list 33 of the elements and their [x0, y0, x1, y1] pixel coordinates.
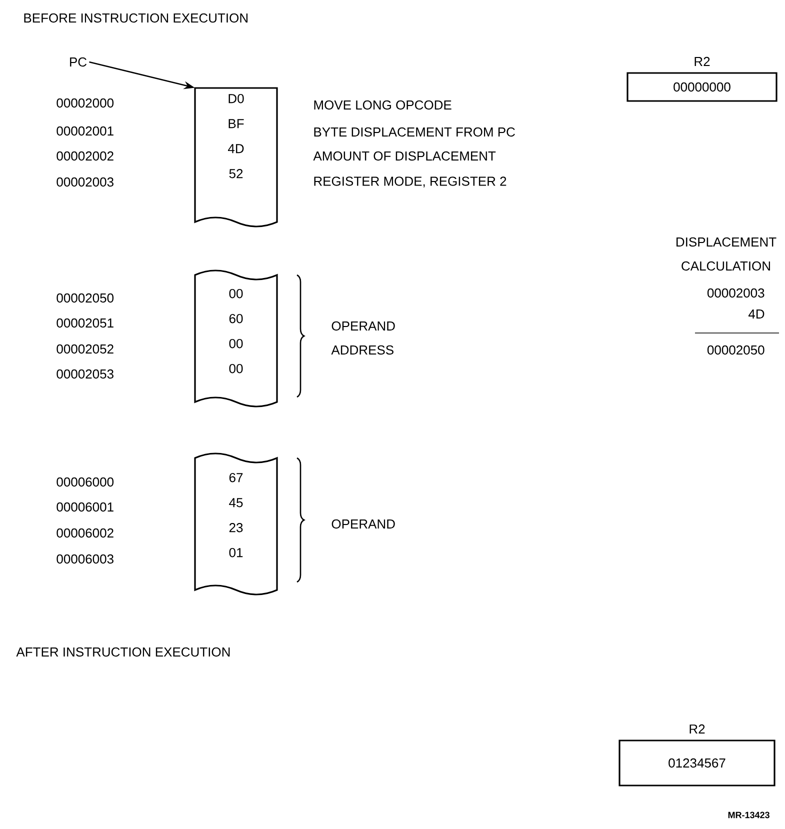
address: 00006000 — [56, 477, 114, 487]
calculation-heading: DISPLACEMENT CALCULATION — [676, 237, 776, 271]
pointer-label: PC — [70, 57, 87, 67]
brace-label: OPERAND — [332, 519, 395, 529]
description: BYTE DISPLACEMENT FROM PC — [314, 127, 515, 137]
calculation-result: 00002050 — [707, 345, 764, 355]
node-label: R2 — [694, 56, 710, 66]
address: 00002001 — [56, 126, 114, 136]
register-box: 00000000 R2 — [626, 56, 778, 102]
description: MOVE LONG OPCODE — [314, 100, 452, 110]
memory-block: D0 BF 4D 52 — [194, 87, 278, 228]
register-box: 01234567 R2 — [618, 724, 776, 786]
address: 00002050 — [56, 293, 114, 303]
figure-number: MR-13423 — [728, 812, 770, 818]
address: 00002053 — [56, 369, 114, 379]
address: 00002052 — [56, 344, 114, 354]
address: 00002002 — [56, 151, 114, 161]
brace-label: OPERAND ADDRESS — [331, 321, 395, 355]
description: REGISTER MODE, REGISTER 2 — [314, 176, 506, 188]
heading: AFTER INSTRUCTION EXECUTION — [16, 647, 230, 657]
memory-block: 67 45 23 01 — [194, 452, 278, 596]
calculation-value: 4D — [748, 310, 764, 318]
address: 00002051 — [56, 318, 114, 328]
address: 00002003 — [56, 177, 114, 187]
address: 00006001 — [56, 502, 114, 512]
address: 00006002 — [56, 528, 114, 538]
node-label: R2 — [690, 724, 705, 734]
calculation-value: 00002003 — [707, 288, 764, 298]
memory-block: 00 60 00 00 — [194, 270, 278, 408]
address: 00006003 — [56, 554, 114, 564]
description: AMOUNT OF DISPLACEMENT — [313, 151, 496, 161]
heading: BEFORE INSTRUCTION EXECUTION — [24, 13, 248, 23]
address: 00002000 — [56, 98, 114, 108]
